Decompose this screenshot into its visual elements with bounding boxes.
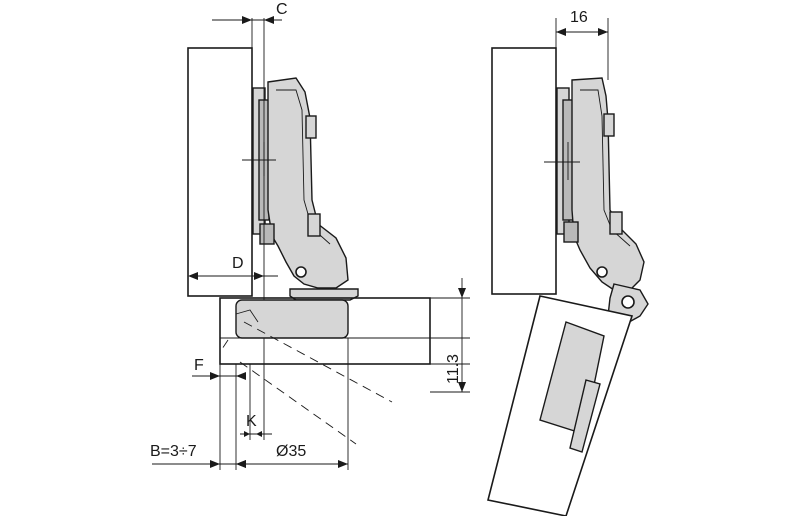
pivot-pin — [295, 266, 307, 278]
dimension-diameter-35: Ø35 — [236, 443, 348, 468]
adjust-screw-top — [305, 115, 317, 139]
door-swing-dash-2 — [239, 361, 357, 445]
link-pivot-open — [621, 295, 635, 309]
dimension-f: F — [192, 357, 246, 380]
label-f: F — [194, 357, 204, 374]
hinge-cup-body — [235, 299, 349, 339]
hinge-arm-open — [571, 77, 645, 291]
dimension-c: C — [212, 1, 288, 24]
label-b: B=3÷7 — [150, 443, 197, 460]
hinge-arm — [267, 77, 349, 289]
dimension-16: 16 — [555, 9, 609, 80]
open-hinge-view: 16 — [487, 9, 649, 516]
door-panel — [219, 297, 431, 365]
arm-clip-open — [563, 221, 579, 243]
door-swing-dash-1 — [243, 321, 393, 403]
closed-hinge-view: C D F K B=3÷7 — [150, 1, 470, 470]
arm-clip — [259, 223, 275, 245]
dimension-b: B=3÷7 — [150, 443, 246, 468]
cabinet-side-panel — [187, 47, 253, 297]
dimension-11-3: 11.3 — [445, 278, 466, 392]
cabinet-side-panel-open — [491, 47, 557, 295]
label-11-3: 11.3 — [445, 354, 462, 384]
label-c: C — [276, 1, 288, 18]
pivot-pin-open — [596, 266, 608, 278]
adjust-screw-top-open — [603, 113, 615, 137]
dimension-k: K — [240, 413, 272, 437]
label-diameter-35: Ø35 — [276, 443, 306, 460]
label-d: D — [232, 255, 244, 272]
label-16: 16 — [570, 9, 588, 26]
label-k: K — [246, 413, 257, 430]
hinge-cup-flange-open — [569, 379, 601, 453]
dimension-d: D — [188, 255, 278, 280]
adjust-screw-bottom-open — [609, 211, 623, 235]
adjust-screw-bottom — [307, 213, 321, 237]
